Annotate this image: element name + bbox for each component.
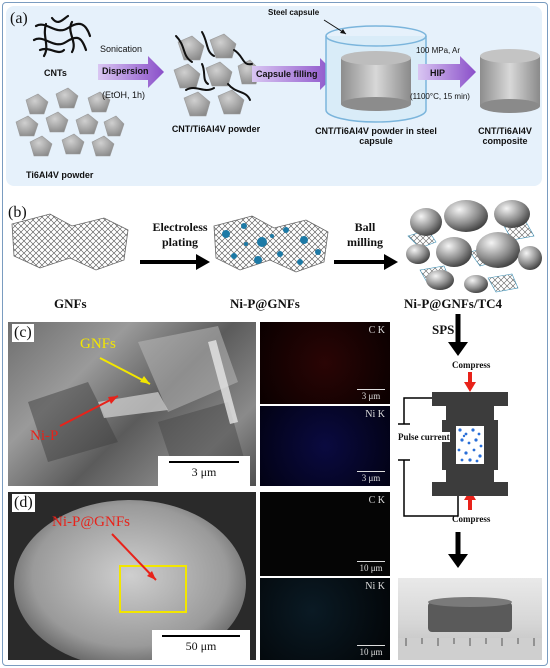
panel-c-carbon-map: C K 3 μm bbox=[260, 322, 390, 404]
panel-b-letter: (b) bbox=[8, 204, 27, 221]
panel-a: (a) CNTs Ti6Al4V powder Sonication Dispe… bbox=[6, 6, 542, 186]
sonication-label: Sonication bbox=[100, 44, 143, 54]
panel-a-graphics bbox=[15, 14, 540, 157]
ti-powder-label: Ti6Al4V powder bbox=[26, 170, 94, 180]
panel-d-scale-label: 50 μm bbox=[185, 639, 217, 653]
panel-c-sem-image: GNFs Ni-P 3 μm bbox=[8, 322, 256, 486]
nip-gnfs-label: Ni-P@GNFs bbox=[230, 296, 300, 311]
panel-d-carbon-map: C K 10 μm bbox=[260, 492, 390, 576]
photo-arrow bbox=[448, 532, 468, 568]
mixed-powder-label: CNT/Ti6Al4V powder bbox=[171, 124, 261, 134]
etoh-label: (EtOH, 1h) bbox=[102, 90, 146, 100]
hip-top-label: 100 MPa, Ar bbox=[416, 46, 461, 55]
sps-circuit bbox=[398, 397, 459, 517]
gnfs-sheet-icon bbox=[11, 213, 129, 271]
sps-sample-chamber bbox=[456, 426, 484, 464]
panel-c-map1-scale: 3 μm bbox=[357, 389, 385, 401]
panel-d-map1-scale: 10 μm bbox=[357, 561, 385, 573]
hip-label: HIP bbox=[430, 68, 446, 78]
final-composite-label: Ni-P@GNFs/TC4 bbox=[404, 296, 503, 311]
compress-top-label: Compress bbox=[452, 360, 491, 370]
plating-step-label: Electroless plating bbox=[152, 220, 208, 249]
compress-top-arrow bbox=[464, 372, 476, 392]
milling-step-label: Ball milling bbox=[346, 220, 383, 249]
sps-label: SPS bbox=[432, 322, 455, 337]
panel-d-scale-bar: 50 μm bbox=[152, 630, 250, 660]
steel-capsule-label: Steel capsule bbox=[268, 8, 320, 17]
compress-bottom-label: Compress bbox=[452, 514, 491, 524]
sps-arrow bbox=[448, 314, 468, 356]
panel-d-map2-title: Ni K bbox=[365, 581, 385, 592]
dispersion-label: Dispersion bbox=[102, 66, 149, 76]
composite-icon bbox=[480, 49, 540, 113]
panel-d-map2-scale: 10 μm bbox=[357, 645, 385, 657]
dispersion-arrow bbox=[98, 56, 164, 88]
pulse-current-label: Pulse current bbox=[398, 432, 450, 442]
capsule-filling-arrow bbox=[252, 58, 336, 90]
panel-c-nip-annotation: Ni-P bbox=[30, 428, 59, 444]
panel-c-map1-title: C K bbox=[368, 325, 385, 336]
panel-c-gnfs-annotation: GNFs bbox=[80, 336, 116, 352]
panel-a-letter: (a) bbox=[10, 10, 28, 27]
capsule-powder-label: CNT/Ti6Al4V powder in steel capsule bbox=[315, 126, 437, 146]
cnt-cluster-icon bbox=[32, 14, 92, 58]
panel-c-scale-bar: 3 μm bbox=[158, 456, 250, 486]
cnts-label: CNTs bbox=[44, 68, 67, 78]
panel-c-letter: (c) bbox=[12, 324, 34, 342]
panel-b-graphics bbox=[11, 200, 542, 293]
mixed-powder-icon bbox=[173, 31, 261, 117]
composite-label: CNT/Ti6Al4V composite bbox=[478, 126, 532, 146]
plating-arrow bbox=[140, 254, 210, 270]
panel-d-map1-title: C K bbox=[368, 495, 385, 506]
panel-d-annotations bbox=[14, 500, 246, 660]
sintered-sample-photo bbox=[398, 578, 542, 660]
panel-d-letter: (d) bbox=[12, 494, 35, 512]
panel-c-scale-label: 3 μm bbox=[191, 465, 217, 479]
panel-d-sem-image: Ni-P@GNFs 50 μm bbox=[8, 492, 256, 660]
panel-c-nickel-map: Ni K 3 μm bbox=[260, 406, 390, 486]
ti-powder-icon bbox=[15, 87, 125, 157]
panel-c-map2-title: Ni K bbox=[365, 409, 385, 420]
milling-arrow bbox=[334, 254, 398, 270]
panel-c-map2-scale: 3 μm bbox=[357, 471, 385, 483]
hip-arrow bbox=[418, 56, 476, 88]
hip-bottom-label: (1100°C, 15 min) bbox=[410, 92, 470, 101]
sps-powder-particles bbox=[457, 428, 483, 463]
sps-schematic bbox=[398, 314, 508, 568]
panel-d-annotation: Ni-P@GNFs bbox=[52, 514, 130, 530]
panel-d-nickel-map: Ni K 10 μm bbox=[260, 578, 390, 660]
sintered-sample-graphics bbox=[398, 597, 542, 660]
nip-gnfs-icon bbox=[213, 215, 329, 273]
tc4-spheres-icon bbox=[406, 200, 542, 293]
capsule-filling-label: Capsule filling bbox=[256, 69, 318, 79]
steel-capsule-icon bbox=[325, 25, 427, 123]
gnfs-label: GNFs bbox=[54, 296, 87, 311]
